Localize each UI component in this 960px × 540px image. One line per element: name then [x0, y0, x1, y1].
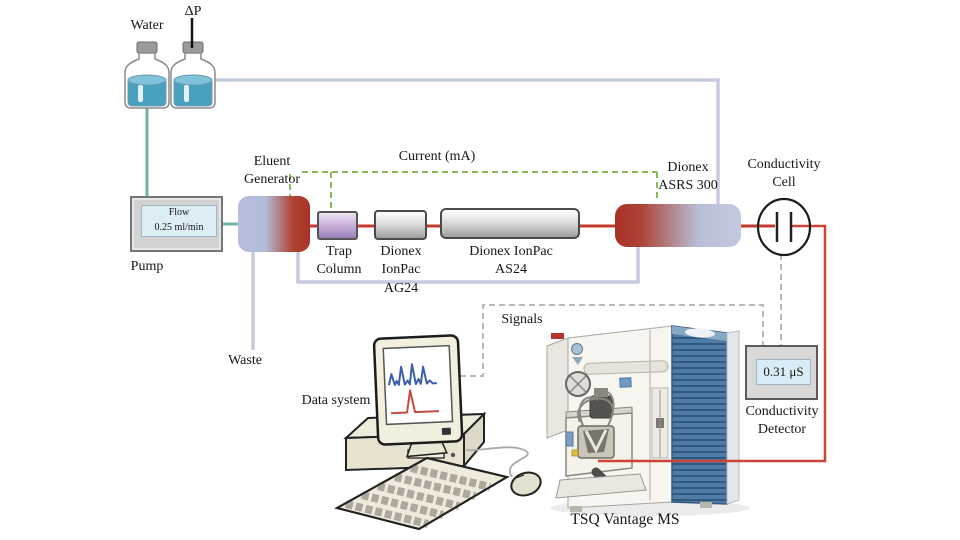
- ms-louver-panel: [671, 325, 728, 505]
- conductivity-detector-box: 0.31 μS: [745, 345, 818, 400]
- conductivity-reading: 0.31 μS: [756, 359, 811, 385]
- data-system-label: Data system: [301, 393, 371, 408]
- chromatogram-blue-trace: [387, 363, 437, 387]
- eluent-generator-label: Eluent Generator: [244, 154, 300, 188]
- pump-flow-display: Flow 0.25 ml/min: [141, 205, 217, 237]
- pump-label: Pump: [130, 259, 164, 274]
- mouse: [465, 446, 542, 497]
- guard-column-label: Dionex IonPac AG24: [380, 244, 422, 296]
- keyboard: [334, 456, 510, 531]
- water-label: Water: [130, 18, 164, 33]
- analytical-column-box: [440, 208, 580, 239]
- pressure-bottle: [170, 18, 216, 109]
- mass-spectrometer: [546, 325, 750, 516]
- trap-column-box: [317, 211, 358, 240]
- ms-logo-icon: [551, 333, 564, 339]
- water-bottle: [124, 41, 170, 109]
- conductivity-cell-label: Conductivity Cell: [747, 157, 821, 191]
- chromatogram-red-trace: [391, 389, 440, 415]
- guard-column-box: [374, 210, 427, 240]
- eluent-to-ms-line: [598, 224, 827, 463]
- pump-box: Flow 0.25 ml/min: [130, 196, 223, 252]
- suppressor-label: Dionex ASRS 300: [658, 160, 718, 194]
- monitor: [372, 334, 464, 458]
- water-line: [145, 106, 240, 226]
- suppressor-box: [615, 204, 741, 247]
- signal-dashed-line: [460, 254, 782, 377]
- conductivity-detector-label: Conductivity Detector: [745, 404, 819, 438]
- eluent-generator-box: [238, 196, 310, 252]
- trap-column-label: Trap Column: [316, 244, 362, 278]
- regenerant-lines: [214, 78, 720, 350]
- conductivity-cell-body: [758, 199, 810, 255]
- mass-spec-label: TSQ Vantage MS: [570, 511, 680, 528]
- pressure-label: ΔP: [184, 4, 202, 19]
- signals-label: Signals: [501, 312, 543, 327]
- current-dashed-line: [289, 171, 658, 211]
- current-label: Current (mA): [398, 149, 476, 164]
- analytical-column-label: Dionex IonPac AS24: [469, 244, 553, 278]
- conductivity-cell-symbol: [756, 197, 812, 257]
- data-system-computer: [334, 334, 542, 531]
- ms-knob-icon: [565, 371, 591, 397]
- waste-label: Waste: [228, 353, 262, 368]
